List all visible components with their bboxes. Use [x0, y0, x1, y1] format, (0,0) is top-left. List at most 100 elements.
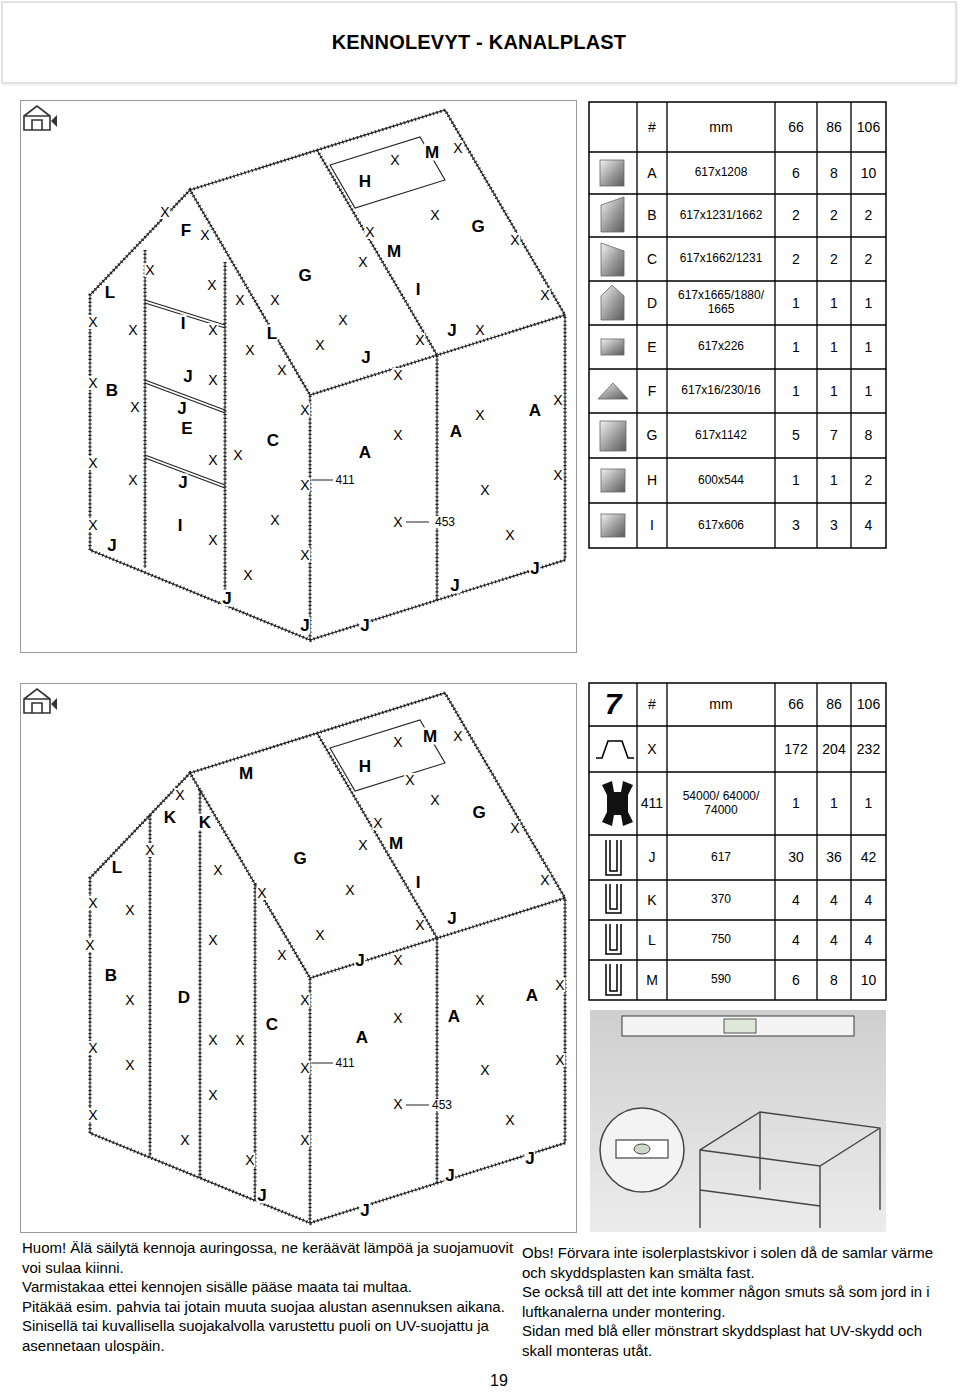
note-text: Se också till att det inte kommer någon …: [522, 1282, 954, 1321]
table-cell: 7: [590, 684, 636, 725]
assembly-photo: [700, 1112, 880, 1228]
parts-table: [589, 102, 886, 548]
clip-mark: X: [127, 473, 138, 487]
profile-icon: [606, 840, 621, 875]
panel-icon: [601, 469, 625, 492]
clip-mark: X: [392, 515, 403, 529]
note-text: Huom! Älä säilytä kennoja auringossa, ne…: [22, 1238, 514, 1277]
table-cell: 172: [776, 727, 816, 771]
part-letter: L: [111, 859, 123, 876]
part-letter: A: [525, 987, 539, 1004]
assembly-photo: [590, 1010, 886, 1232]
table-cell: 1: [818, 370, 850, 412]
assembly-photo: [616, 1140, 668, 1158]
part-letter: M: [424, 144, 440, 161]
clip-mark: X: [207, 373, 218, 387]
part-letter: I: [180, 315, 187, 332]
clip-mark: X: [87, 1108, 98, 1122]
table-cell: 4: [818, 921, 850, 959]
table-cell: 4: [818, 881, 850, 919]
part-letter: C: [265, 1016, 279, 1033]
clip-mark: X: [129, 400, 140, 414]
note-column: Obs! Förvara inte isolerplastskivor i so…: [522, 1243, 954, 1360]
clip-mark: X: [504, 528, 515, 542]
table-cell: 8: [818, 153, 850, 193]
clip-mark: X: [87, 376, 98, 390]
greenhouse-icon: [24, 106, 57, 713]
part-letter: G: [470, 218, 485, 235]
part-letter: M: [386, 243, 402, 260]
panel-icon: [598, 160, 628, 537]
clip-mark: X: [509, 233, 520, 247]
part-letter: B: [105, 382, 119, 399]
part-letter: F: [180, 222, 192, 239]
part-letter: J: [354, 952, 365, 969]
clip-mark: X: [234, 1033, 245, 1047]
table-cell: B: [638, 195, 666, 236]
clip-mark: X: [87, 896, 98, 910]
clip-mark: X: [207, 1033, 218, 1047]
table-cell: #: [638, 103, 666, 151]
table-cell: 590: [668, 961, 774, 999]
clip-mark: X: [474, 408, 485, 422]
greenhouse-drawing: [330, 137, 445, 208]
clip-mark: X: [479, 1063, 490, 1077]
part-letter: J: [299, 617, 310, 634]
assembly-photo: [724, 1019, 756, 1033]
greenhouse-icon: [51, 698, 57, 710]
clip-mark: X: [337, 313, 348, 327]
note-text: Sinisellä tai kuvallisella suojakalvolla…: [22, 1316, 514, 1355]
table-cell: 8: [852, 414, 885, 457]
table-cell: 86: [818, 684, 850, 725]
clip-mark: X: [539, 288, 550, 302]
clip-mark: X: [429, 208, 440, 222]
table-cell: 617x1208: [668, 153, 774, 193]
part-letter: M: [388, 835, 404, 852]
clip-mark: X: [299, 403, 310, 417]
clip-mark: X: [392, 1011, 403, 1025]
table-cell: 1: [818, 459, 850, 502]
table-cell: 30: [776, 836, 816, 879]
clip-mark: X: [414, 333, 425, 347]
clip-mark: X: [392, 735, 403, 749]
clip-mark: X: [212, 863, 223, 877]
table-cell: F: [638, 370, 666, 412]
table-cell: 36: [818, 836, 850, 879]
clip-mark: X: [539, 873, 550, 887]
table-cell: L: [638, 921, 666, 959]
clip-mark: X: [392, 368, 403, 382]
table-cell: M: [638, 961, 666, 999]
part-letter: D: [177, 989, 191, 1006]
illustration-frame: [21, 684, 577, 1233]
table-cell: 2: [776, 238, 816, 280]
part-letter: J: [256, 1187, 267, 1204]
clip-mark: X: [174, 788, 185, 802]
clip-mark: X: [124, 993, 135, 1007]
table-cell: 411: [638, 773, 666, 834]
clip-mark: X: [414, 918, 425, 932]
table-cell: 1: [818, 326, 850, 368]
clip-mark: X: [207, 933, 218, 947]
clip-mark: X: [244, 1153, 255, 1167]
table-cell: 106: [852, 684, 885, 725]
clip-mark: X: [299, 1061, 310, 1075]
part-letter: A: [447, 1008, 461, 1025]
clip-mark: X: [554, 1053, 565, 1067]
table-cell: 1: [776, 282, 816, 324]
table-cell: 4: [852, 921, 885, 959]
greenhouse-drawing: [312, 480, 429, 522]
part-letter: E: [180, 420, 193, 437]
title-frame: [3, 3, 958, 86]
part-letter: J: [524, 1150, 535, 1167]
part-letter: J: [182, 368, 193, 385]
panel-icon: [601, 285, 624, 320]
clip-mark: X: [87, 518, 98, 532]
table-cell: 600x544: [668, 459, 774, 502]
panel-icon: [601, 514, 625, 537]
assembly-photo: [622, 1016, 854, 1036]
clip-mark: X: [269, 293, 280, 307]
clip-mark: X: [429, 793, 440, 807]
table-cell: 54000/ 64000/ 74000: [668, 773, 774, 834]
part-letter: J: [359, 617, 370, 634]
table-cell: 1: [818, 773, 850, 834]
